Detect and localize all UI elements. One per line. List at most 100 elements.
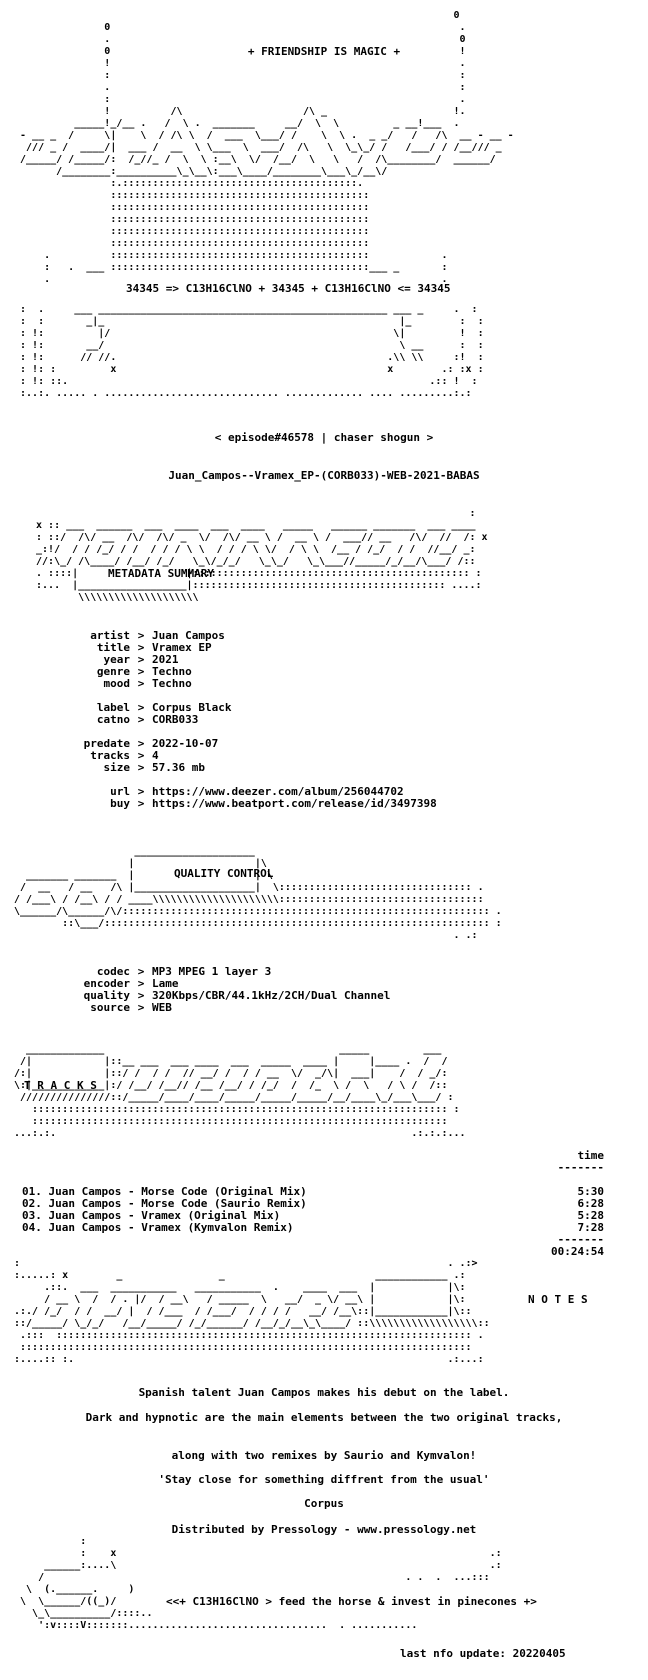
time-column-header: time: [577, 1149, 605, 1162]
metadata-section-title: METADATA SUMMARY: [108, 567, 214, 580]
metadata-key: catno: [96, 713, 130, 726]
metadata-row: artist > Juan Campos: [60, 630, 437, 642]
track-time: 5:30: [577, 1185, 605, 1198]
metadata-row: year >2021: [60, 654, 437, 666]
quality-separator: >: [137, 1001, 145, 1014]
metadata-row: genre > Techno: [60, 666, 437, 678]
tracks-ascii-banner: _____________ _____ ___ /| |::__ ___ ___…: [14, 1044, 466, 1139]
notes-ascii-banner: : . .:> :.....: x _ _ ____________ .: .:…: [14, 1258, 490, 1365]
metadata-row: tracks >4: [60, 750, 437, 762]
quality-key: quality: [83, 989, 130, 1002]
metadata-separator: >: [137, 785, 145, 798]
metadata-value: Juan Campos: [152, 629, 225, 642]
note-line: Spanish talent Juan Campos makes his deb…: [138, 1386, 510, 1399]
metadata-separator: >: [137, 665, 145, 678]
metadata-value: 57.36 mb: [152, 761, 205, 774]
track-row: 04. Juan Campos - Vramex (Kymvalon Remix…: [22, 1222, 604, 1234]
note-line: Corpus: [304, 1497, 344, 1510]
header-formula: 34345 => C13H16ClNO + 34345 + C13H16ClNO…: [126, 282, 451, 295]
metadata-value: Corpus Black: [152, 701, 232, 714]
quality-ascii-banner: ____________________ | |\ _______ ______…: [14, 846, 502, 941]
total-time: 00:24:54: [551, 1245, 604, 1258]
metadata-list: artist > Juan Campos title > Vramex EP year >20…: [60, 630, 437, 810]
quality-separator: >: [137, 965, 145, 978]
quality-key: source: [90, 1001, 130, 1014]
track-time: 6:28: [577, 1197, 605, 1210]
tracklist: time ------- 01. Juan Campos - Morse Cod…: [22, 1150, 604, 1258]
quality-key: encoder: [83, 977, 130, 990]
last-update: last nfo update: 20220405: [400, 1647, 566, 1660]
metadata-row: mood > Techno: [60, 678, 437, 690]
metadata-separator: >: [137, 629, 145, 642]
metadata-key: buy: [110, 797, 130, 810]
metadata-separator: >: [137, 737, 145, 750]
quality-section-title: QUALITY CONTROL: [174, 867, 274, 880]
metadata-row: buy > https://www.beatport.com/release/id/…: [60, 798, 437, 810]
quality-row: codec > MP3 MPEG 1 layer 3: [60, 966, 390, 978]
metadata-row: predate >2022-10-07: [60, 738, 437, 750]
metadata-separator: >: [137, 641, 145, 654]
metadata-key: mood: [103, 677, 131, 690]
track-row: 01. Juan Campos - Morse Code (Original M…: [22, 1186, 604, 1198]
quality-value: MP3 MPEG 1 layer 3: [152, 965, 272, 978]
metadata-separator: >: [137, 749, 145, 762]
track-title: 03. Juan Campos - Vramex (Original Mix): [22, 1209, 281, 1222]
track-title: 04. Juan Campos - Vramex (Kymvalon Remix…: [22, 1221, 294, 1234]
quality-row: source > WEB: [60, 1002, 390, 1014]
metadata-value: Techno: [152, 665, 192, 678]
release-name: Juan_Campos--Vramex_EP-(CORB033)-WEB-202…: [168, 469, 480, 482]
metadata-key: title: [96, 641, 130, 654]
track-title: 01. Juan Campos - Morse Code (Original M…: [22, 1185, 307, 1198]
note-line: along with two remixes by Saurio and Kym…: [171, 1449, 477, 1462]
metadata-key: genre: [96, 665, 130, 678]
total-divider: -------: [557, 1233, 604, 1246]
header-motto: + FRIENDSHIP IS MAGIC +: [247, 45, 401, 58]
metadata-row: catno > CORB033: [60, 714, 437, 726]
metadata-value: Vramex EP: [152, 641, 212, 654]
time-divider: -------: [557, 1161, 604, 1174]
metadata-key: artist: [90, 629, 130, 642]
metadata-value: CORB033: [152, 713, 199, 726]
header-ascii-base: : . ___ ________________________________…: [20, 304, 484, 399]
track-title: 02. Juan Campos - Morse Code (Saurio Rem…: [22, 1197, 307, 1210]
metadata-value: https://www.deezer.com/album/256044702: [152, 785, 404, 798]
track-row: 02. Juan Campos - Morse Code (Saurio Rem…: [22, 1198, 604, 1210]
metadata-key: tracks: [90, 749, 130, 762]
metadata-key: url: [110, 785, 130, 798]
note-line: Distributed by Pressology - www.pressolo…: [171, 1523, 477, 1536]
metadata-separator: >: [137, 713, 145, 726]
metadata-key: label: [96, 701, 130, 714]
metadata-key: year: [103, 653, 131, 666]
track-row: 03. Juan Campos - Vramex (Original Mix) 5…: [22, 1210, 604, 1222]
track-time: 5:28: [577, 1209, 605, 1222]
quality-separator: >: [137, 977, 145, 990]
tracks-section-title: T R A C K S: [24, 1079, 97, 1092]
metadata-separator: >: [137, 653, 145, 666]
quality-row: quality>320Kbps/CBR/44.1kHz/2CH/Dual Cha…: [60, 989, 391, 1002]
metadata-separator: >: [137, 761, 145, 774]
metadata-key: size: [103, 761, 131, 774]
header-ascii-art: 0 0 . . 0 0: [20, 10, 514, 285]
metadata-value: Techno: [152, 677, 192, 690]
metadata-separator: >: [137, 701, 145, 714]
metadata-separator: >: [137, 797, 145, 810]
episode-line: < episode#46578 | chaser shogun >: [214, 431, 434, 444]
note-line: 'Stay close for something diffrent from …: [158, 1473, 490, 1486]
quality-row: encoder>Lame: [60, 978, 390, 990]
quality-value: 320Kbps/CBR/44.1kHz/2CH/Dual Channel: [152, 989, 391, 1002]
metadata-key: predate: [83, 737, 130, 750]
metadata-value: 2021: [152, 653, 179, 666]
quality-value: WEB: [152, 1001, 172, 1014]
metadata-separator: >: [137, 677, 145, 690]
quality-key: codec: [96, 965, 130, 978]
track-time: 7:28: [577, 1221, 605, 1234]
notes-section-title: N O T E S: [528, 1293, 588, 1306]
metadata-row: size >57.36 mb: [60, 762, 437, 774]
metadata-value: 4: [152, 749, 159, 762]
metadata-value: 2022-10-07: [152, 737, 219, 750]
footer-ascii-art: : : x .: ______:....\ .: /: [20, 1536, 502, 1631]
metadata-value: https://www.beatport.com/release/id/3497…: [152, 797, 437, 810]
note-line: Dark and hypnotic are the main elements …: [85, 1411, 563, 1424]
